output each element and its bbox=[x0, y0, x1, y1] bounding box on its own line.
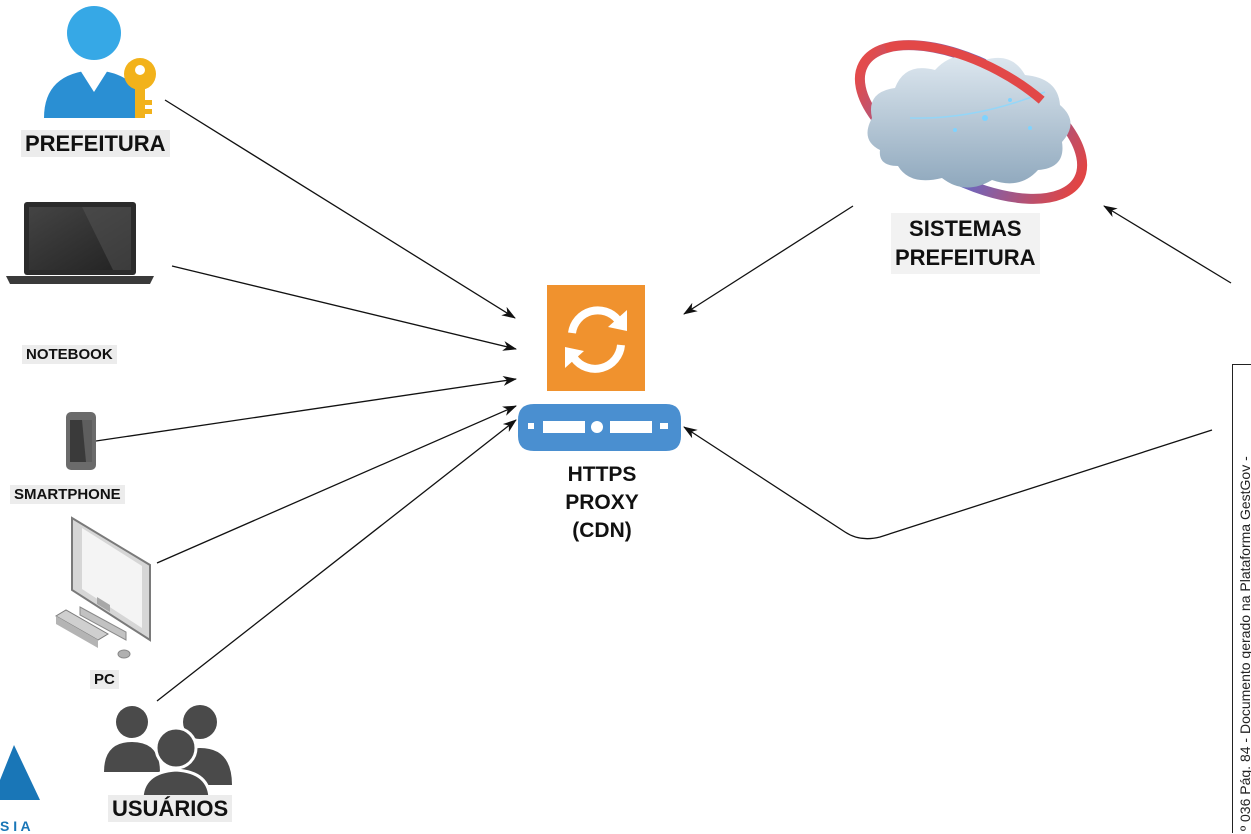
label-notebook: NOTEBOOK bbox=[22, 345, 117, 365]
arrow-external-to-sistemas bbox=[1103, 205, 1232, 284]
label-proxy-line3: (CDN) bbox=[572, 518, 632, 542]
label-proxy: HTTPS PROXY (CDN) bbox=[540, 461, 664, 545]
label-pc: PC bbox=[90, 670, 119, 690]
server-appliance-icon bbox=[518, 404, 681, 451]
logo-partial-text: S I A bbox=[0, 818, 31, 834]
laptop-icon bbox=[6, 202, 154, 284]
arrow-external-to-proxy bbox=[683, 426, 1213, 540]
arrow-pc-to-proxy bbox=[156, 405, 517, 564]
document-margin-stamp: º 036 Pág. 84 - Documento gerado na Plat… bbox=[1232, 364, 1251, 833]
label-usuarios: USUÁRIOS bbox=[108, 795, 233, 823]
label-sistemas-prefeitura: SISTEMAS PREFEITURA bbox=[891, 213, 1040, 275]
desktop-pc-icon bbox=[55, 516, 151, 659]
smartphone-icon bbox=[66, 412, 96, 470]
logo-mark bbox=[0, 745, 40, 800]
arrow-sistemas-to-proxy bbox=[683, 205, 854, 315]
arrow-notebook-to-proxy bbox=[171, 265, 517, 351]
users-group-icon bbox=[104, 705, 232, 802]
arrow-smartphone-to-proxy bbox=[95, 375, 517, 442]
connectors bbox=[95, 99, 1232, 702]
label-sistemas-line2: PREFEITURA bbox=[895, 244, 1036, 270]
label-sistemas-line1: SISTEMAS bbox=[909, 216, 1022, 241]
label-prefeitura: PREFEITURA bbox=[21, 130, 170, 158]
cloud-systems-icon bbox=[854, 40, 1088, 204]
document-margin-text: º 036 Pág. 84 - Documento gerado na Plat… bbox=[1237, 456, 1251, 831]
arrow-prefeitura-to-proxy bbox=[164, 99, 516, 319]
label-proxy-line1: HTTPS bbox=[567, 463, 637, 486]
arrow-usuarios-to-proxy bbox=[156, 419, 517, 702]
label-smartphone: SMARTPHONE bbox=[10, 485, 125, 505]
label-proxy-line2: PROXY bbox=[565, 490, 639, 514]
proxy-sync-icon bbox=[547, 285, 645, 391]
admin-user-key-icon bbox=[44, 6, 156, 118]
